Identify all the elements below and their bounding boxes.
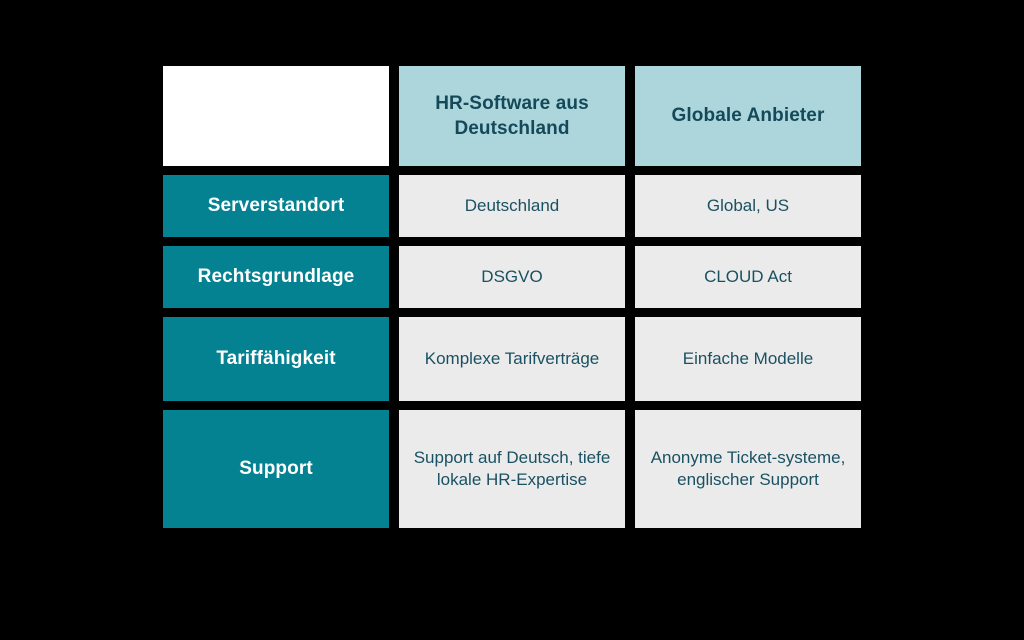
table-corner-cell [163, 66, 389, 166]
column-header-local-label: HR-Software aus Deutschland [435, 92, 589, 139]
cell-text: Support auf Deutsch, tiefe lokale HR-Exp… [413, 447, 611, 489]
cell-text: DSGVO [481, 266, 543, 286]
row-label-serverstandort: Serverstandort [163, 175, 389, 237]
cell-rechtsgrundlage-global: CLOUD Act [635, 246, 861, 308]
cell-text: Anonyme Ticket-systeme, englischer Suppo… [650, 447, 846, 489]
cell-tariffaehigkeit-local: Komplexe Tarifverträge [399, 317, 625, 401]
row-label-text: Serverstandort [207, 195, 345, 217]
cell-tariffaehigkeit-global: Einfache Modelle [635, 317, 861, 401]
cell-serverstandort-global: Global, US [635, 175, 861, 237]
column-header-global: Globale Anbieter [635, 66, 861, 166]
column-header-local: HR-Software aus Deutschland [399, 66, 625, 166]
row-label-support: Support [163, 410, 389, 528]
row-label-rechtsgrundlage: Rechtsgrundlage [163, 246, 389, 308]
cell-text: Komplexe Tarifverträge [424, 348, 600, 368]
row-label-text: Support [239, 458, 313, 480]
comparison-table: HR-Software aus Deutschland Globale Anbi… [163, 66, 861, 528]
row-label-tariffaehigkeit: Tariffähigkeit [163, 317, 389, 401]
cell-support-local: Support auf Deutsch, tiefe lokale HR-Exp… [399, 410, 625, 528]
cell-text: Deutschland [464, 195, 560, 215]
cell-text: Einfache Modelle [682, 348, 814, 368]
cell-rechtsgrundlage-local: DSGVO [399, 246, 625, 308]
cell-text: CLOUD Act [704, 266, 792, 286]
row-label-text: Rechtsgrundlage [197, 266, 355, 288]
row-label-text: Tariffähigkeit [216, 348, 336, 370]
cell-serverstandort-local: Deutschland [399, 175, 625, 237]
cell-text: Global, US [706, 195, 790, 215]
cell-support-global: Anonyme Ticket-systeme, englischer Suppo… [635, 410, 861, 528]
column-header-global-label: Globale Anbieter [671, 105, 825, 127]
